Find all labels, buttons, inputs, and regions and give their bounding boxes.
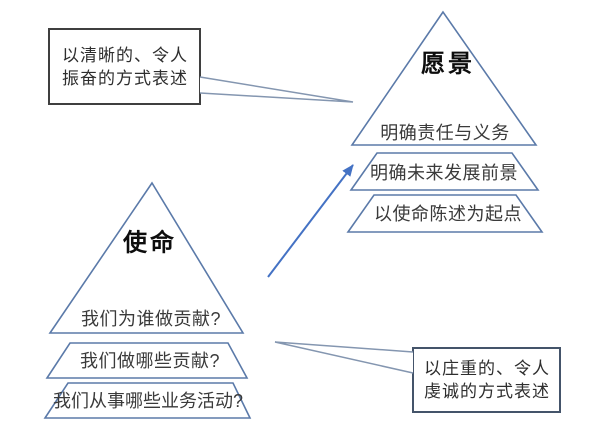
vision-callout-line-1: 以清晰的、令人 xyxy=(62,46,188,65)
mission-level-2-label: 我们做哪些贡献? xyxy=(79,351,221,371)
mission-callout xyxy=(274,341,561,413)
mission-level-3-label: 我们从事哪些业务活动? xyxy=(52,391,244,411)
mission-level-1-label: 我们为谁做贡献? xyxy=(80,309,222,329)
mission-callout-line-2: 虔诚的方式表述 xyxy=(424,382,550,401)
vision-pyramid-level-2 xyxy=(349,152,540,191)
vision-callout-text: 以清晰的、令人 振奋的方式表述 xyxy=(62,44,188,90)
vision-title: 愿景 xyxy=(421,50,475,78)
mission-callout-box xyxy=(412,347,561,413)
vision-callout-tail xyxy=(199,76,354,103)
mission-pyramid-level-2 xyxy=(45,342,249,379)
mission-to-vision-arrow xyxy=(267,164,354,278)
mission-callout-line-1: 以庄重的、令人 xyxy=(424,359,550,378)
vision-pyramid-level-3 xyxy=(346,194,544,233)
mission-callout-text: 以庄重的、令人 虔诚的方式表述 xyxy=(424,357,550,403)
mission-title: 使命 xyxy=(123,229,177,257)
vision-level-2-label: 明确未来发展前景 xyxy=(370,163,518,183)
vision-callout-box xyxy=(48,28,201,105)
mission-pyramid-level-3 xyxy=(43,382,252,419)
vision-pyramid xyxy=(346,10,544,233)
vision-level-1-label: 明确责任与义务 xyxy=(380,123,510,143)
vision-level-3-label: 以使命陈述为起点 xyxy=(374,204,522,224)
vision-pyramid-top xyxy=(350,10,538,146)
mission-pyramid-top xyxy=(48,181,245,334)
vision-callout-line-2: 振奋的方式表述 xyxy=(62,69,188,88)
mission-callout-tail xyxy=(274,341,414,374)
vision-callout xyxy=(48,28,354,105)
mission-pyramid xyxy=(43,181,252,419)
